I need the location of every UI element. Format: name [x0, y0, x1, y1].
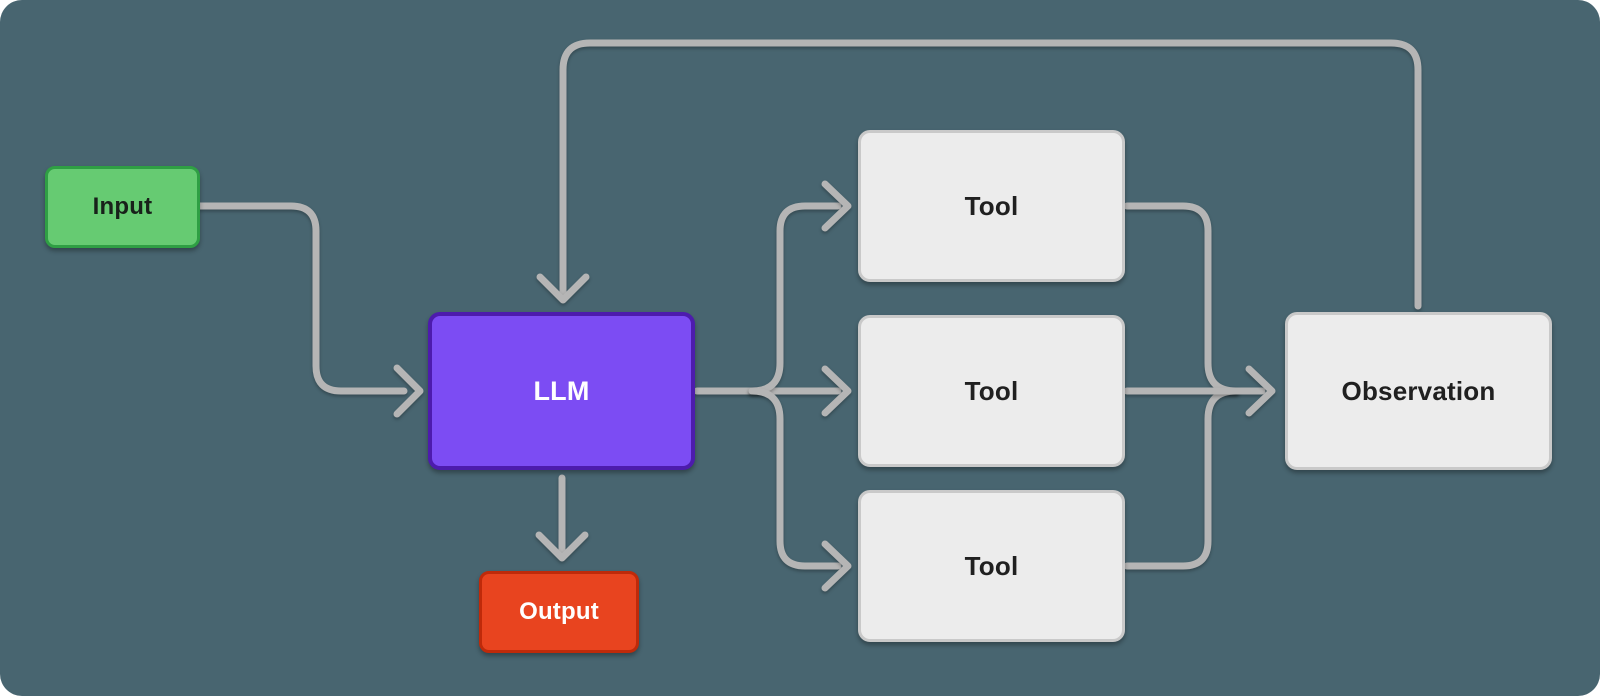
arrowhead-llm-to-output	[535, 531, 589, 562]
arrowhead-loop-into-llm	[536, 273, 590, 304]
node-llm: LLM	[428, 312, 695, 470]
node-tool-3-label: Tool	[964, 550, 1019, 581]
node-tool-1: Tool	[858, 130, 1125, 282]
node-observation-label: Observation	[1341, 375, 1496, 406]
arrowhead-into-tool-2	[821, 365, 852, 417]
edge-tool-1-to-observation	[1123, 202, 1240, 395]
arrowhead-into-tool-3	[821, 540, 852, 592]
node-observation: Observation	[1285, 312, 1552, 470]
edge-tool-3-to-observation	[1123, 387, 1240, 570]
node-llm-label: LLM	[533, 375, 590, 406]
node-input-label: Input	[92, 193, 153, 220]
node-output-label: Output	[519, 598, 599, 625]
node-tool-3: Tool	[858, 490, 1125, 642]
edge-input-to-llm	[196, 202, 408, 395]
edge-observation-to-llm-loop	[559, 39, 1422, 310]
node-tool-1-label: Tool	[964, 190, 1019, 221]
node-tool-2-label: Tool	[964, 375, 1019, 406]
node-tool-2: Tool	[858, 315, 1125, 467]
arrowhead-input-to-llm	[393, 364, 424, 418]
arrowhead-into-observation	[1245, 365, 1276, 417]
node-output: Output	[479, 571, 639, 653]
edge-llm-to-tool-3	[748, 387, 842, 570]
edge-llm-to-tool-1	[748, 202, 842, 395]
arrowhead-into-tool-1	[821, 180, 852, 232]
node-input: Input	[45, 166, 200, 248]
